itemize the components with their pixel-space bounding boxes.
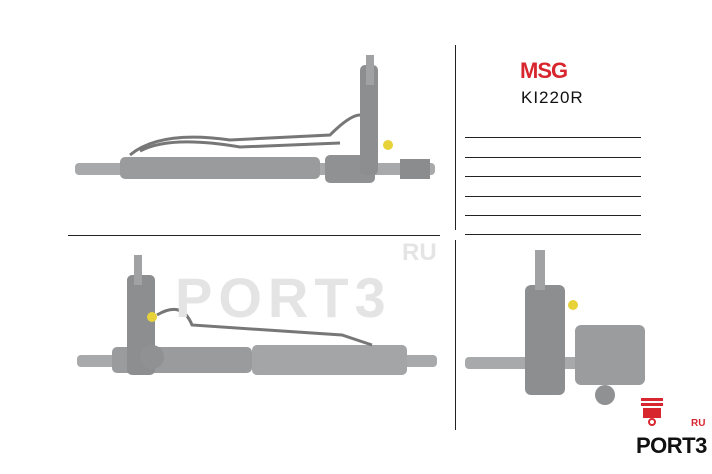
spec-line xyxy=(465,176,641,177)
steering-rack-side-view xyxy=(465,250,645,405)
brand-logo: MSG xyxy=(520,58,568,83)
steering-rack-top-view xyxy=(75,55,435,183)
spec-line xyxy=(465,157,641,158)
watermark: PORT3 xyxy=(175,266,392,329)
steering-rack-front-view xyxy=(77,255,437,375)
divider-horizontal xyxy=(68,235,440,236)
part-number: KI220R xyxy=(521,88,584,107)
piston-icon xyxy=(641,398,663,426)
logo-suffix: RU xyxy=(691,418,706,429)
spec-line xyxy=(465,234,641,235)
divider-vertical-top xyxy=(455,45,456,230)
spec-line xyxy=(465,137,641,138)
port3-logo: RU PORT3 xyxy=(636,398,712,474)
watermark-suffix: RU xyxy=(402,239,437,266)
spec-line xyxy=(465,196,641,197)
logo-text: PORT3 xyxy=(636,433,707,458)
divider-vertical-bottom xyxy=(455,240,456,430)
spec-line xyxy=(465,215,641,216)
